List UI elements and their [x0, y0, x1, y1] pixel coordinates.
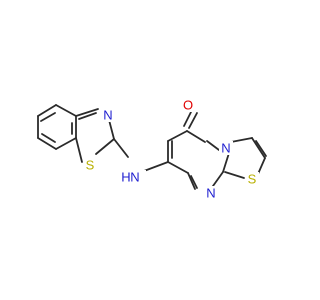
- nitrogen-atom: N: [103, 108, 112, 123]
- bridgehead-nitrogen-atom: N: [221, 141, 230, 156]
- amide-nitrogen-atom: N: [130, 170, 139, 185]
- ring-nitrogen-atom: N: [206, 186, 215, 201]
- ring-sulfur-atom: S: [248, 172, 257, 187]
- fused-thiazole-ring: [224, 137, 267, 179]
- atom-labels: N S N H O N N S: [83, 98, 259, 201]
- carbonyl-bond: [183, 111, 198, 129]
- hydrogen-atom: H: [121, 170, 130, 185]
- molecule-structure: N S N H O N N S: [37, 98, 267, 201]
- pyrimidinone-ring: [167, 130, 230, 194]
- sulfur-atom: S: [86, 158, 95, 173]
- benzene-ring: [37, 104, 77, 150]
- amide-linkage: [113, 130, 188, 172]
- oxygen-atom: O: [183, 98, 193, 113]
